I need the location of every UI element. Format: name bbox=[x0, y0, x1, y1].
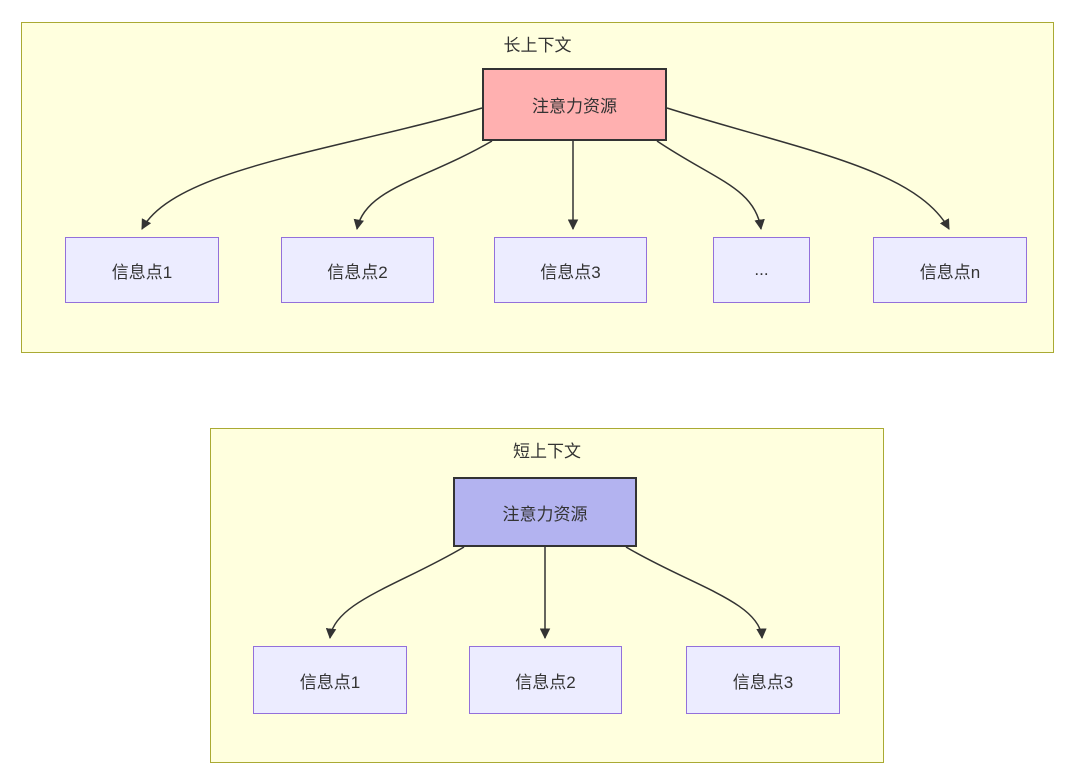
long-info-node-2: 信息点2 bbox=[281, 237, 434, 303]
short-info-node-1: 信息点1 bbox=[253, 646, 407, 714]
long-info-node-1: 信息点1 bbox=[65, 237, 219, 303]
long-context-title: 长上下文 bbox=[503, 36, 572, 55]
long-info-node-ellipsis: ... bbox=[713, 237, 810, 303]
short-info-node-3: 信息点3 bbox=[686, 646, 840, 714]
long-attention-node: 注意力资源 bbox=[482, 68, 667, 141]
short-info-node-2: 信息点2 bbox=[469, 646, 622, 714]
long-info-node-3: 信息点3 bbox=[494, 237, 647, 303]
long-info-node-n: 信息点n bbox=[873, 237, 1027, 303]
short-context-title: 短上下文 bbox=[513, 442, 581, 461]
short-attention-node: 注意力资源 bbox=[453, 477, 637, 547]
